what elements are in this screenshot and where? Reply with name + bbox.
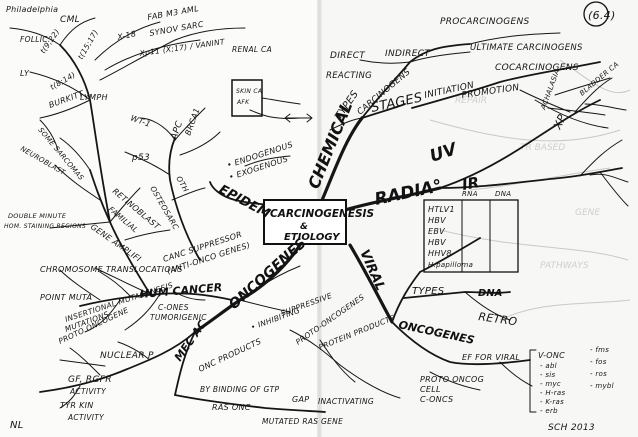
bleed-through: TR BASED GENE PATHWAYS REPAIR — [429, 59, 631, 321]
radiation-uv: UV — [427, 139, 461, 167]
hum-wt: WT-1 — [129, 113, 152, 129]
box-connector — [261, 97, 301, 105]
page-ref: (6.4) — [588, 9, 616, 22]
box-line-2: AFK — [236, 99, 250, 106]
trans-ly: LY — [20, 69, 30, 78]
page-ref-circle — [583, 1, 609, 27]
virus-item: HTLV1 — [428, 205, 455, 214]
virus-item: EBV — [428, 227, 445, 236]
v-onc-note: - mybl — [590, 382, 614, 390]
onc-suppressive: SUPPRESSIVE — [280, 291, 334, 318]
hum-point: POINT MUTA — [40, 293, 92, 302]
viral-label: VIRAL — [356, 248, 387, 294]
onc-activity: ACTIVITY — [69, 387, 107, 396]
chem-cocarcinogens: COCARCINOGENS — [495, 63, 579, 73]
v-onc-note: - fms — [590, 346, 609, 354]
v-onc-item: - myc — [540, 380, 561, 388]
center-amp: & — [300, 222, 308, 232]
v-onc-item: - H-ras — [540, 389, 566, 397]
center-box — [263, 199, 347, 245]
chem-xp-note2: ACHALASIA — [539, 68, 561, 112]
svg-text:TR BASED: TR BASED — [520, 143, 565, 153]
onc-gf: GF, RGFR — [68, 375, 112, 385]
onc-nuclear: NUCLEAR P — [100, 351, 154, 361]
trans-fab: FAB M3 AML — [147, 4, 200, 22]
signature-right: SCH 2013 — [548, 423, 595, 433]
onc-tyr: TYR KIN — [60, 401, 94, 410]
viral-retro: RETRO — [478, 310, 519, 328]
center-subtitle: ETIOLOGY — [284, 232, 341, 243]
chem-xp: XP — [551, 112, 569, 132]
onc-binding: BY BINDING OF GTP — [200, 385, 280, 394]
virus-list: HTLV1 HBV EBV HBV HHV8 H.papilloma — [428, 205, 473, 269]
onc-ras-gene: MUTATED RAS GENE — [262, 417, 343, 426]
hum-oth: OTH — [174, 175, 190, 194]
virus-item: HBV — [428, 216, 446, 225]
viral-v-onc: V-ONC — [538, 351, 565, 360]
v-onc-item: - erb — [540, 407, 558, 415]
viral-oncogenes: ONCOGENES — [397, 318, 475, 347]
v-onc-note: - fos — [590, 358, 607, 366]
v-onc-item: - sis — [540, 371, 556, 379]
hum-double: DOUBLE MINUTE — [8, 212, 67, 220]
hum-c-ones: C-ONES — [158, 303, 189, 312]
svg-text:REPAIR: REPAIR — [455, 96, 487, 106]
chem-reacting: REACTING — [326, 71, 372, 81]
trans-lymph: LYMPH — [80, 93, 108, 102]
hum-hsr: HOM. STAINING REGIONS — [4, 223, 86, 230]
virus-item: H.papilloma — [428, 261, 473, 269]
hum-tumorigenic: TUMORIGENIC — [150, 313, 207, 322]
onc-ras: RAS ONC — [212, 403, 251, 412]
viral-types: TYPES — [412, 286, 445, 297]
chem-ultimate: ULTIMATE CARCINOGENS — [470, 43, 583, 53]
chem-direct: DIRECT — [330, 51, 366, 61]
virus-item: HHV8 — [428, 249, 452, 258]
signature-left: NL — [10, 420, 24, 431]
chem-procarcinogens: PROCARCINOGENS — [440, 17, 530, 27]
v-onc-list: - abl - sis - myc - H-ras - K-ras - erb — [540, 362, 566, 415]
onc-inactivate: INACTIVATING — [318, 397, 374, 406]
virus-list-box — [423, 199, 519, 273]
onc-activity-2: ACTIVITY — [67, 413, 105, 422]
trans-renal: RENAL CA — [232, 45, 272, 54]
trans-x18: X-18 — [116, 29, 137, 42]
skin-ca-box — [231, 79, 263, 117]
v-onc-item: - abl — [540, 362, 557, 370]
onc-gap: GAP — [292, 395, 309, 404]
trans-t1517: t(15;17) — [76, 28, 100, 61]
viral-dna: DNA — [495, 190, 511, 198]
svg-text:GENE: GENE — [575, 208, 600, 218]
viral-proto: PROTO ONCOG — [420, 375, 484, 384]
box-line-1: SKIN CA — [236, 88, 262, 95]
viral-rna: RNA — [462, 190, 478, 198]
viral-dna-branch: DNA — [478, 288, 502, 299]
v-onc-item: - K-ras — [540, 398, 564, 406]
trans-philadelphia: Philadelphia — [6, 5, 58, 14]
chem-indirect: INDIRECT — [385, 49, 431, 59]
onc-products: ONC PRODUCTS — [197, 337, 263, 374]
trans-xp11: Xp11 (X;17) / VANINT — [138, 37, 226, 58]
branch-lines — [9, 17, 629, 413]
svg-text:PATHWAYS: PATHWAYS — [540, 261, 589, 271]
reversible-arrow — [284, 113, 313, 123]
hum-brca: BRCA1 — [183, 107, 201, 137]
onc-mec: MEC AC — [172, 318, 209, 364]
hum-chromosome: CHROMOSOME TRANSLOCATIONS — [40, 265, 183, 274]
v-onc-notes: - fms - fos - ros - mybl — [590, 346, 614, 390]
viral-ef: EF FOR VIRAL — [462, 353, 520, 362]
trans-cml: CML — [60, 15, 80, 25]
radiation-ir: IR — [461, 173, 481, 194]
center-title: CARCINOGENESIS — [270, 208, 374, 220]
viral-c-oncs: C-ONCS — [420, 395, 453, 404]
hum-p53: p53 — [131, 153, 150, 163]
viral-cell: CELL — [420, 385, 441, 394]
virus-item: HBV — [428, 238, 446, 247]
trans-follic: FOLLIC — [20, 35, 48, 44]
v-onc-note: - ros — [590, 370, 607, 378]
v-onc-bracket — [529, 349, 537, 413]
